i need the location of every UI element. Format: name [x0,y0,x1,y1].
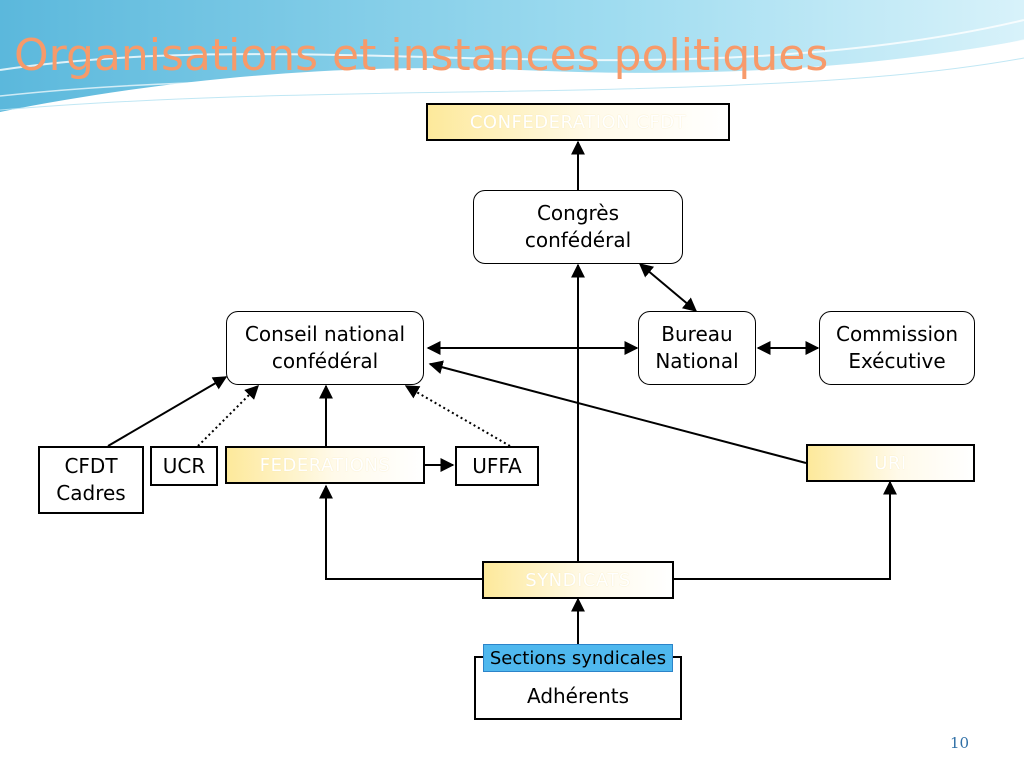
node-federations: FEDERATIONS [225,446,425,484]
page-number: 10 [950,734,970,752]
arrow-syndicats-to-federations [319,484,482,580]
node-confederation-label: CONFEDERATION CFDT [469,112,687,133]
header-wave-banner [0,0,1024,112]
node-commission-executive: Commission Exécutive [819,311,975,385]
node-uri-label: URI [874,453,907,474]
node-syndicats: SYNDICATS [482,561,674,599]
arrow-uffa-to-conseil [404,385,511,447]
arrow-syndicats-to-uri [674,480,897,580]
node-confederation: CONFEDERATION CFDT [426,103,730,141]
node-congres: Congrès confédéral [473,190,683,264]
node-cfdt-cadres: CFDT Cadres [38,446,144,514]
node-adherents-label: Adhérents [526,684,630,708]
slide-title: Organisations et instances politiques [14,30,829,81]
node-sections-syndicales: Sections syndicales [483,644,673,672]
node-syndicats-label: SYNDICATS [525,570,631,591]
node-uffa: UFFA [455,446,539,486]
node-conseil-national: Conseil national confédéral [226,311,424,385]
node-bureau-national: Bureau National [638,311,756,385]
arrow-cfdt-cadres-to-conseil [107,376,228,447]
node-federations-label: FEDERATIONS [259,455,391,476]
arrow-congres-bureau [638,263,698,312]
arrow-ucr-to-conseil [197,385,259,447]
node-uri: URI [806,444,975,482]
node-ucr: UCR [150,446,218,486]
arrow-uri-to-conseil [428,360,807,464]
